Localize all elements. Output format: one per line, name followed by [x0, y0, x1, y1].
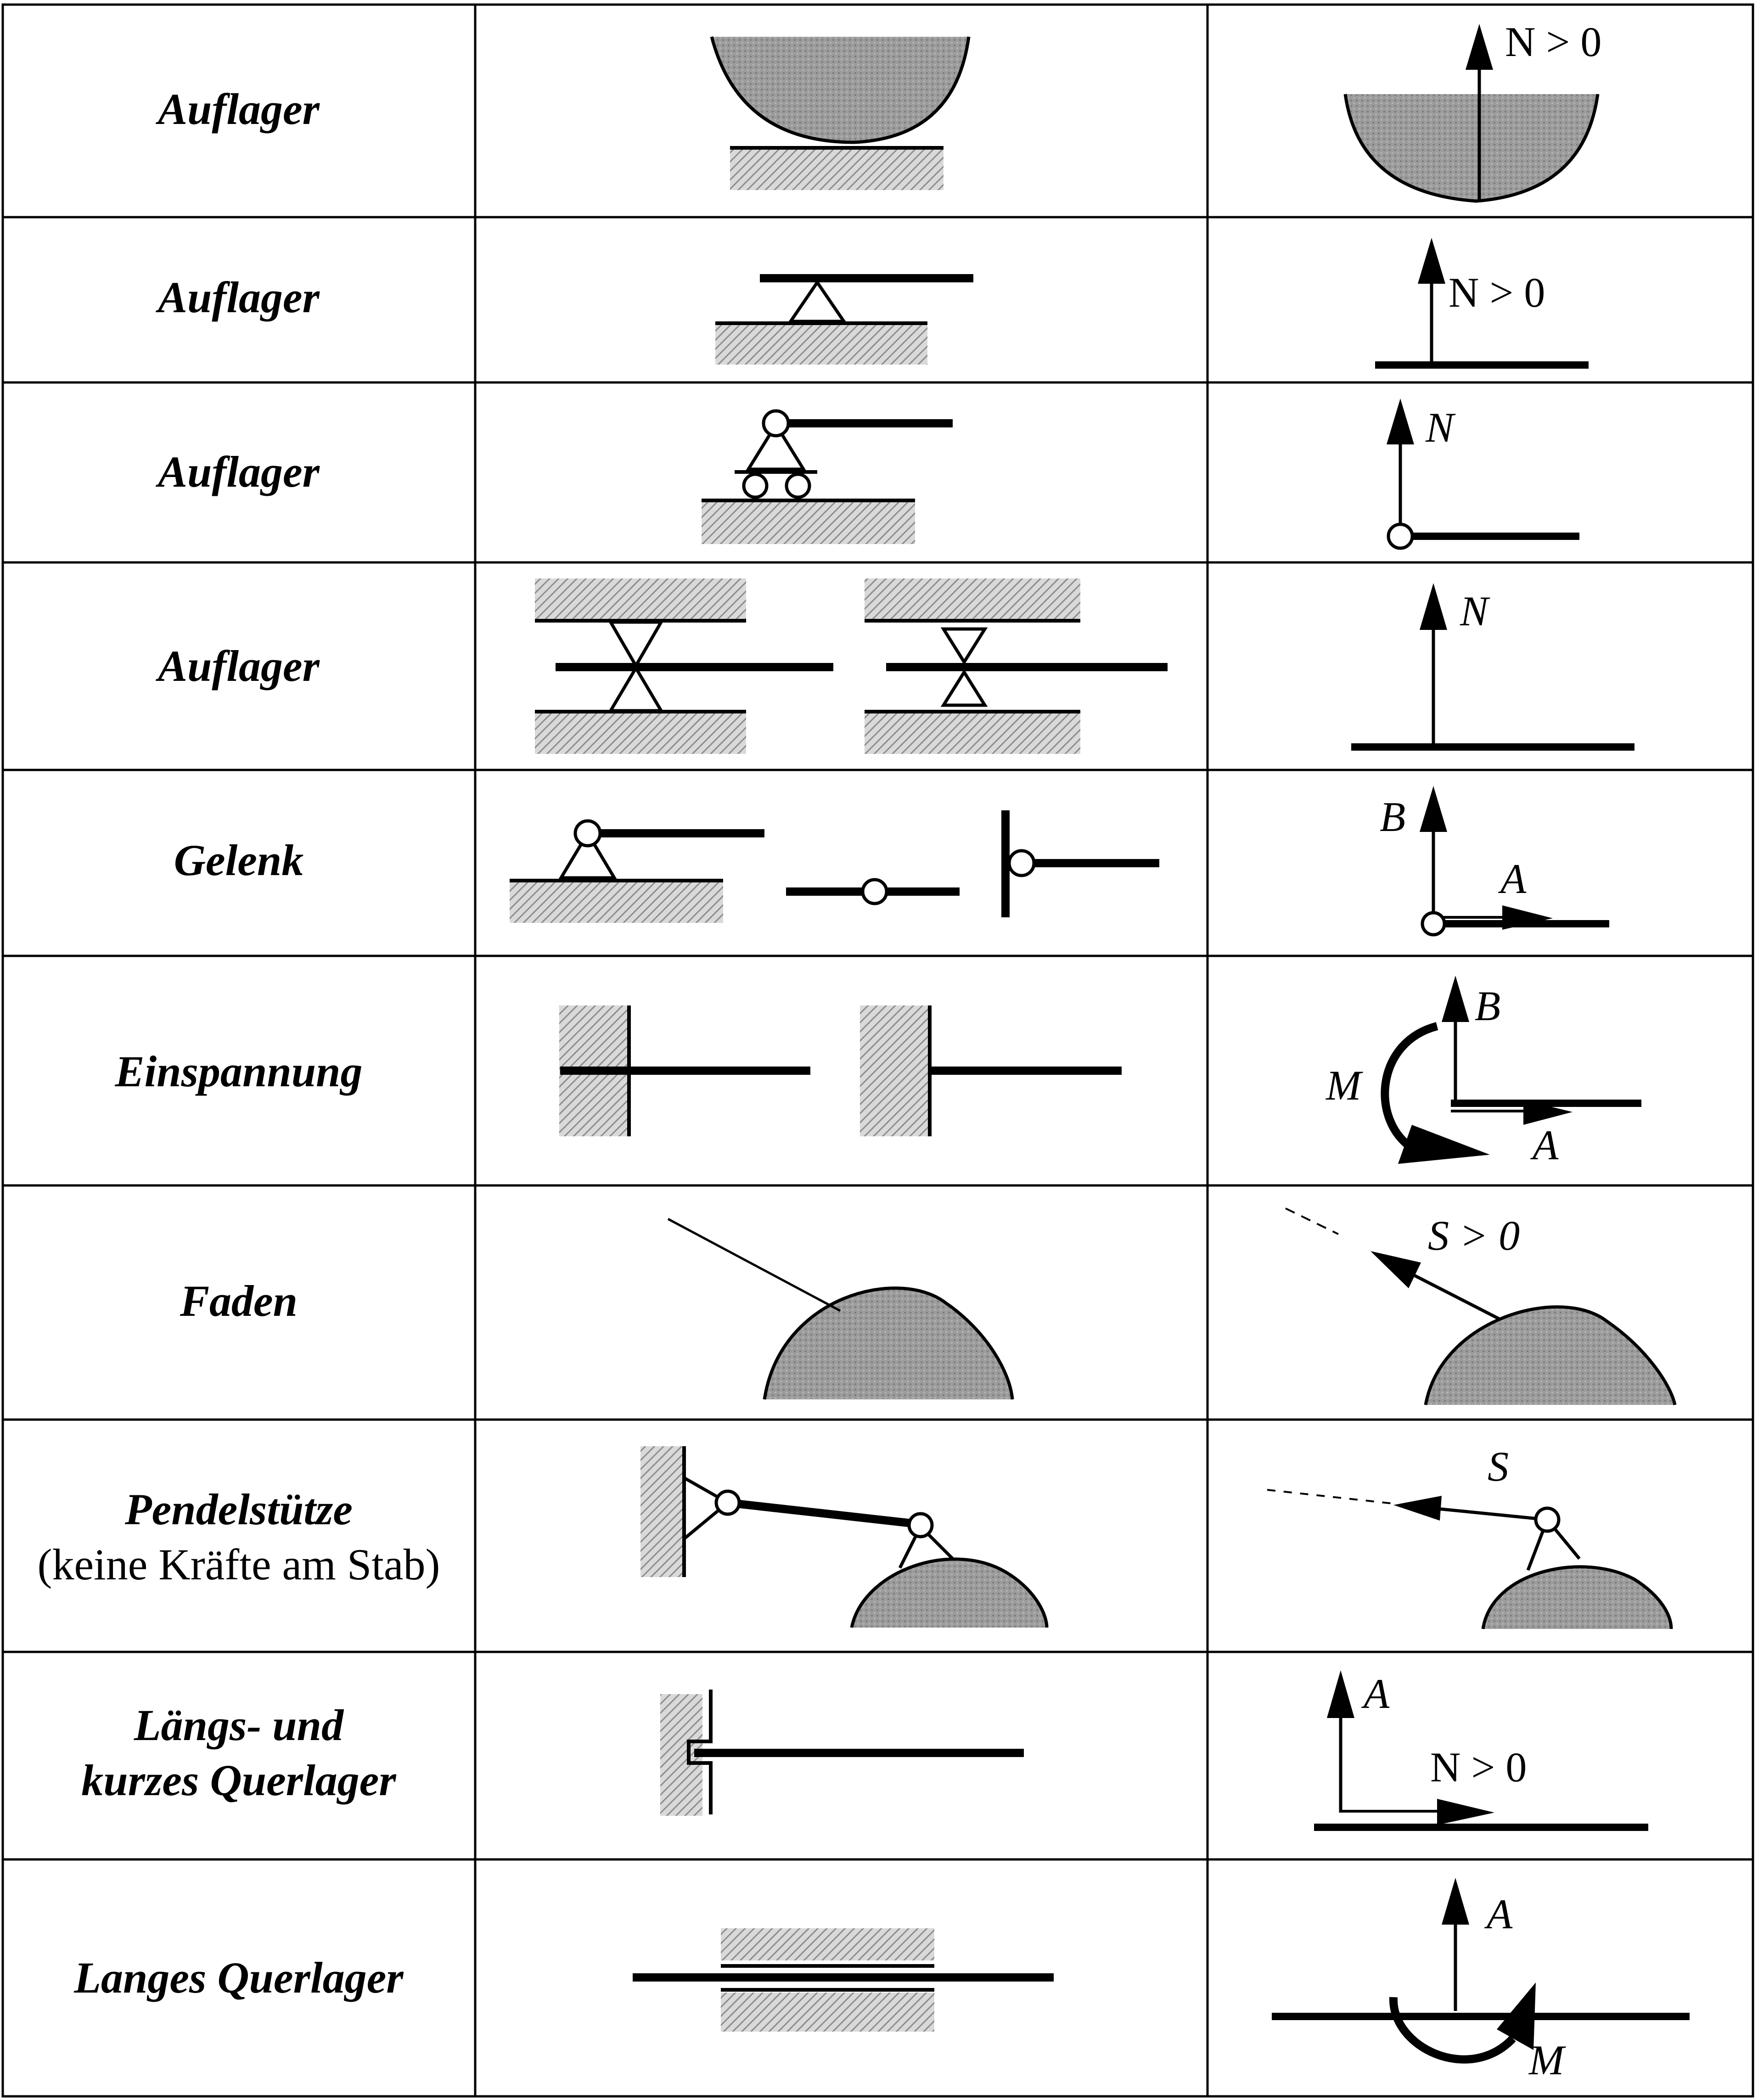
force-label-a: A [1498, 855, 1527, 902]
row5-force-symbol: B A [1380, 786, 1609, 937]
table-grid [1, 3, 1754, 2098]
row6-force-symbol: B M A [1325, 976, 1641, 1168]
force-label-b: B [1475, 983, 1500, 1029]
force-label-n: N [1425, 404, 1456, 451]
force-label-s: S [1488, 1443, 1509, 1490]
force-label-n: N > 0 [1430, 1744, 1527, 1791]
row-label: kurzes Querlager [81, 1756, 397, 1805]
row6-support-symbol [559, 1005, 1122, 1136]
row-label: Einspannung [114, 1047, 362, 1096]
force-label-s: S > 0 [1428, 1212, 1520, 1259]
row10-support-symbol [633, 1928, 1054, 2032]
row3-force-symbol: N [1387, 399, 1579, 550]
row4-support-symbol-left [535, 578, 833, 754]
row-label: Längs- und [134, 1701, 344, 1750]
row-label: Faden [180, 1276, 298, 1325]
row10-force-symbol: A M [1272, 1878, 1690, 2083]
row-label: Auflager [156, 273, 320, 322]
row2-support-symbol [715, 274, 973, 365]
row5-support-symbol [510, 810, 1159, 923]
force-label-a: A [1484, 1891, 1513, 1937]
row2-force-symbol: N > 0 [1375, 238, 1589, 369]
row-label: Auflager [156, 641, 320, 691]
row1-force-symbol: N > 0 [1343, 18, 1601, 203]
row4-support-symbol-right [865, 578, 1168, 754]
row-label: Auflager [156, 447, 320, 496]
row4-force-symbol: N [1351, 583, 1634, 751]
force-label-a: A [1530, 1122, 1559, 1168]
force-label-a: A [1361, 1670, 1390, 1717]
row7-force-symbol: S > 0 [1285, 1207, 1677, 1405]
row8-force-symbol: S [1267, 1443, 1673, 1629]
row8-support-symbol [640, 1446, 1049, 1628]
force-label-n: N [1460, 588, 1490, 634]
row-label: Langes Querlager [73, 1953, 404, 2002]
row9-support-symbol [660, 1690, 1024, 1816]
row9-force-symbol: A N > 0 [1314, 1670, 1648, 1831]
force-label-n: N > 0 [1449, 269, 1545, 316]
force-label-m: M [1528, 2037, 1566, 2083]
force-label-m: M [1325, 1062, 1363, 1109]
row7-support-symbol [667, 1218, 1014, 1400]
row-label: Auflager [156, 84, 320, 134]
row3-support-symbol [702, 409, 953, 544]
force-label-b: B [1380, 793, 1405, 840]
row-label: Pendelstütze [124, 1485, 353, 1534]
force-label-n: N > 0 [1505, 18, 1601, 65]
row-labels: Auflager Auflager Auflager Auflager Gele… [38, 84, 440, 2002]
row-sublabel: (keine Kräfte am Stab) [38, 1540, 440, 1589]
row-label: Gelenk [174, 836, 304, 885]
row1-support-symbol [710, 36, 971, 190]
